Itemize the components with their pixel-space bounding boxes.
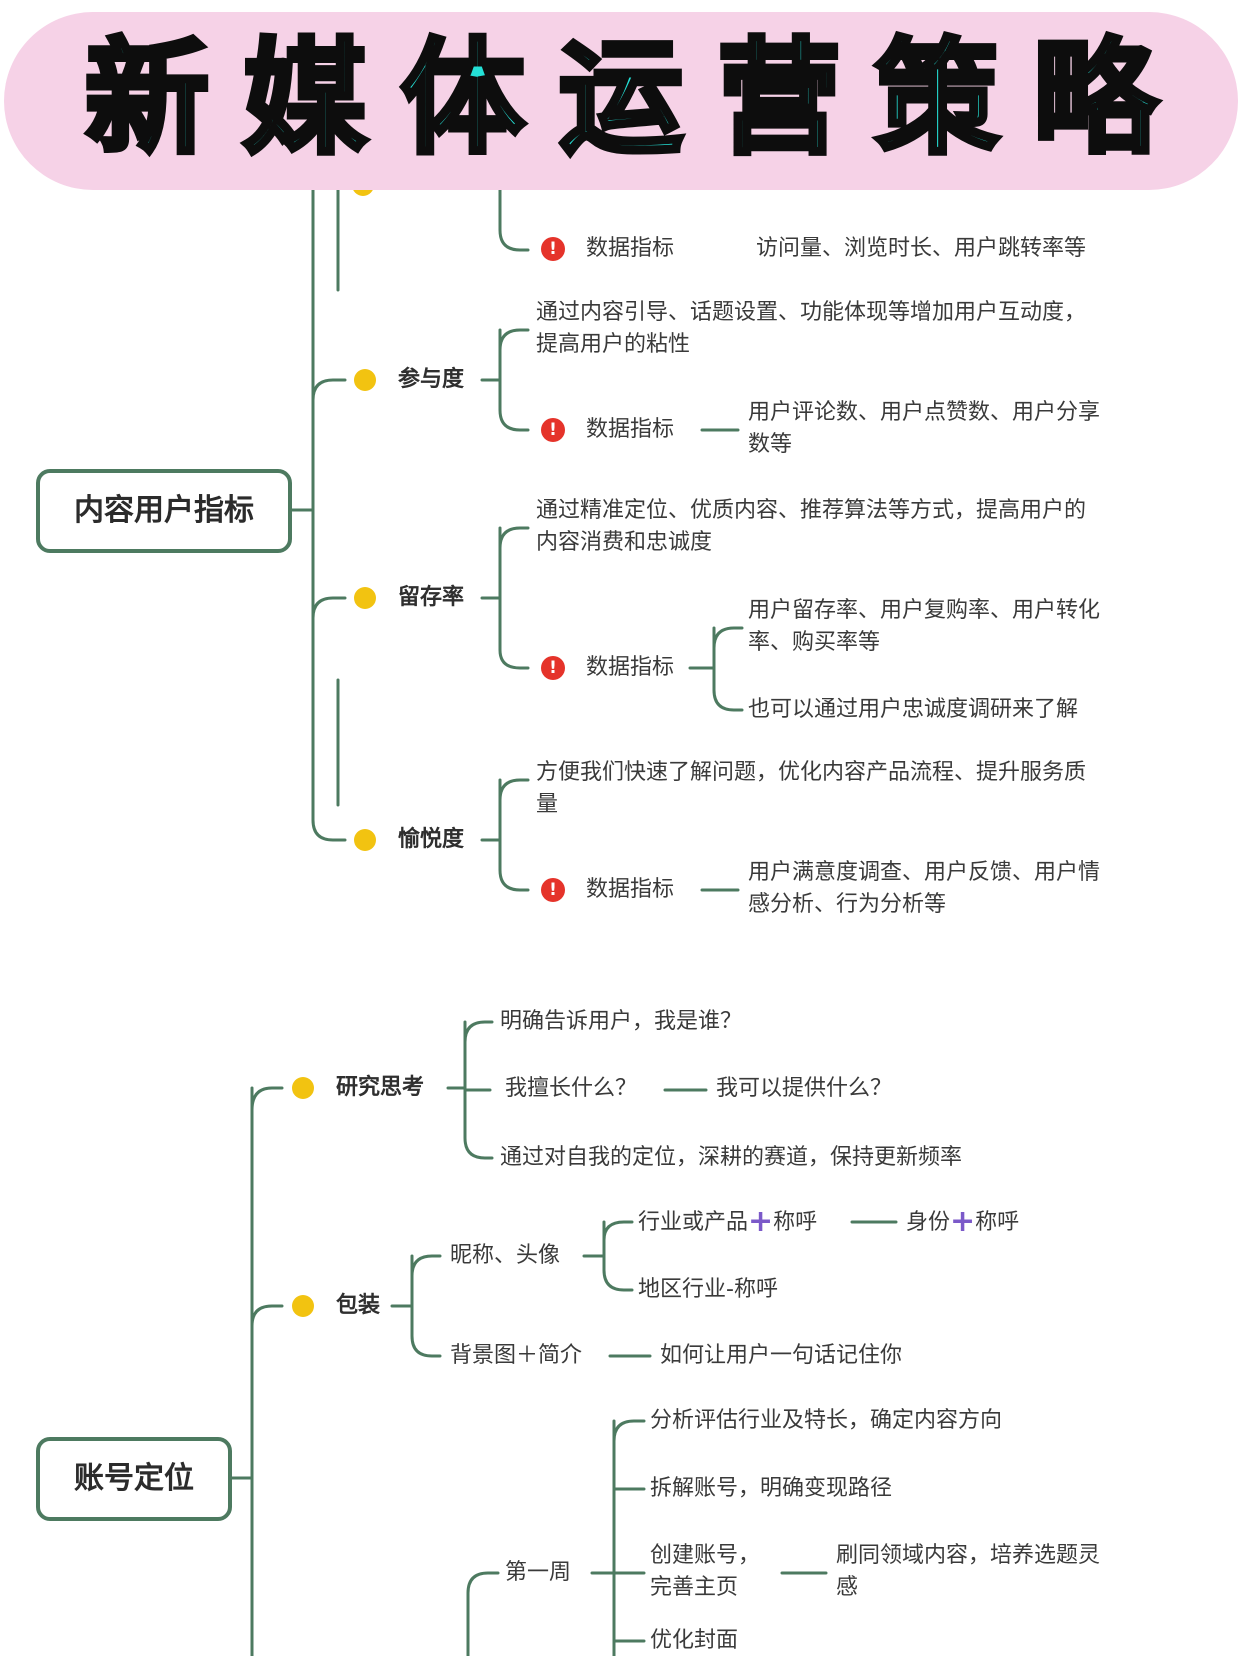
nickname-result: 身份+称呼 (906, 1206, 1019, 1239)
background-intro-result: 如何让用户一句话记住你 (660, 1343, 903, 1368)
alert-icon: ! (541, 656, 565, 680)
metric-indicator-label: 数据指标 (586, 417, 675, 442)
page-title: 新媒体运营策略 (82, 25, 1191, 174)
metric-indicator-label: 数据指标 (586, 877, 675, 902)
branch-engagement: 参与度 (398, 367, 465, 392)
nickname-result-b: 称呼 (975, 1210, 1020, 1235)
week-task-detail: 刷同领域内容，培养选题灵感 (836, 1543, 1101, 1600)
week-task: 优化封面 (650, 1628, 739, 1653)
bullet-dot-icon (354, 369, 376, 391)
plus-icon: + (748, 1204, 774, 1239)
metric-values: 用户评论数、用户点赞数、用户分享数等 (748, 400, 1101, 457)
branch-satisfaction: 愉悦度 (398, 827, 465, 852)
root-node-account-positioning: 账号定位 (36, 1437, 232, 1521)
alert-icon: ! (541, 418, 565, 442)
branch-packaging: 包装 (336, 1293, 381, 1318)
nickname-option-a: 行业或产品 (638, 1210, 749, 1235)
nickname-avatar: 昵称、头像 (450, 1243, 561, 1268)
alert-icon: ! (541, 237, 565, 261)
research-item: 通过对自我的定位，深耕的赛道，保持更新频率 (500, 1145, 963, 1170)
nickname-option: 行业或产品+称呼 (638, 1206, 817, 1239)
metric-values-text: 访问量、浏览时长、用户跳转率等 (756, 236, 1087, 261)
research-item: 我可以提供什么？ (716, 1076, 893, 1101)
nickname-option-b: 称呼 (773, 1210, 818, 1235)
metric-values: 也可以通过用户忠诚度调研来了解 (748, 697, 1079, 722)
bullet-dot-icon (292, 1295, 314, 1317)
alert-icon: ! (541, 878, 565, 902)
nickname-result-a: 身份 (906, 1210, 951, 1235)
title-banner (4, 12, 1238, 190)
week-task: 创建账号，完善主页 (650, 1543, 761, 1600)
branch-research: 研究思考 (336, 1075, 425, 1100)
week-task: 分析评估行业及特长，确定内容方向 (650, 1408, 1003, 1433)
bullet-dot-icon (354, 829, 376, 851)
metric-values: 用户留存率、用户复购率、用户转化率、购买率等 (748, 598, 1101, 655)
research-item: 明确告诉用户，我是谁？ (500, 1009, 743, 1034)
background-intro: 背景图＋简介 (450, 1343, 583, 1368)
root-node-content-metrics: 内容用户指标 (36, 469, 292, 553)
branch-retention: 留存率 (398, 585, 465, 610)
week-task: 拆解账号，明确变现路径 (650, 1476, 893, 1501)
branch-description: 方便我们快速了解问题，优化内容产品流程、提升服务质量 (536, 760, 1087, 817)
plus-icon: + (950, 1204, 976, 1239)
metric-values: 用户满意度调查、用户反馈、用户情感分析、行为分析等 (748, 860, 1101, 917)
bullet-dot-icon (292, 1077, 314, 1099)
branch-description: 通过内容引导、话题设置、功能体现等增加用户互动度，提高用户的粘性 (536, 300, 1087, 357)
bullet-dot-icon (354, 587, 376, 609)
nickname-option: 地区行业-称呼 (638, 1277, 778, 1302)
research-item: 我擅长什么？ (505, 1076, 638, 1101)
metric-indicator-label: 数据指标 (586, 655, 675, 680)
branch-description: 通过精准定位、优质内容、推荐算法等方式，提高用户的内容消费和忠诚度 (536, 498, 1087, 555)
branch-week-one: 第一周 (505, 1560, 572, 1585)
metric-indicator-label: 数据指标 (586, 236, 675, 261)
